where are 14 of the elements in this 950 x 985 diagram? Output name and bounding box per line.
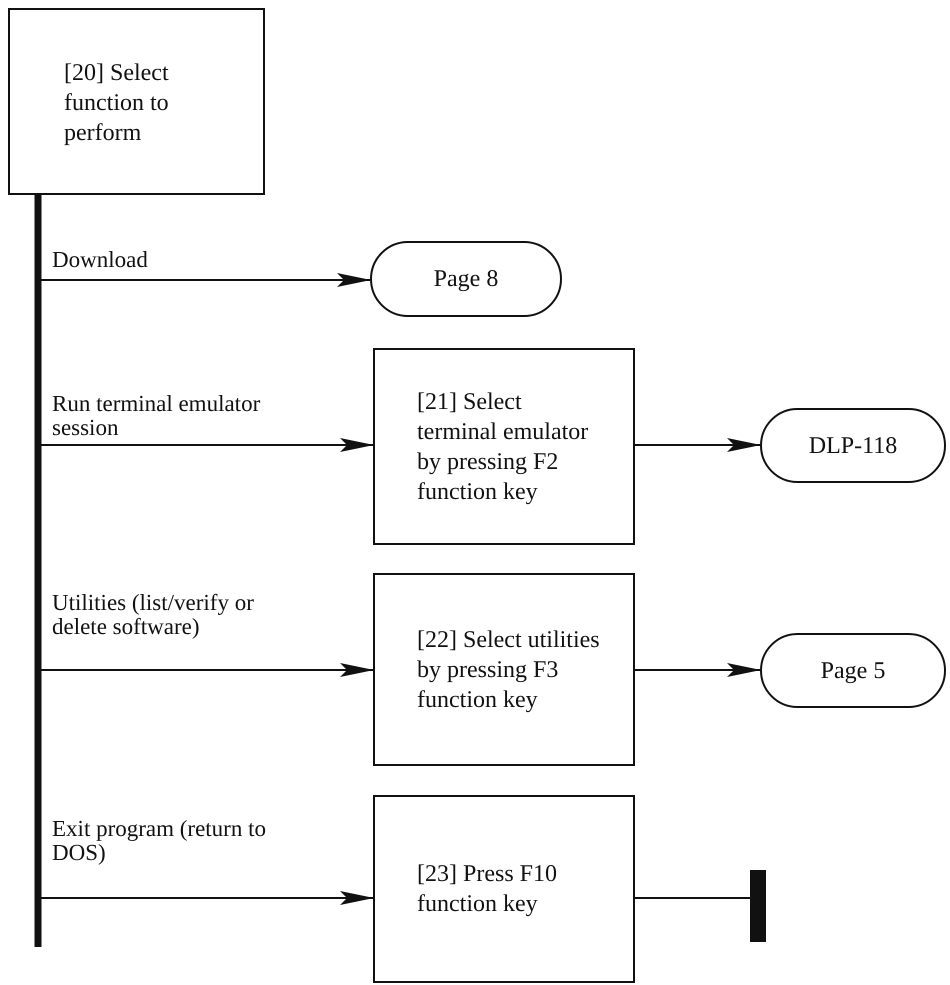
- node-text: [22] Select utilities by pressing F3 function key: [417, 626, 601, 714]
- process-box: [373, 795, 635, 983]
- process-box: [8, 8, 265, 195]
- node-text: Page 8: [434, 265, 498, 294]
- node-text: [21] Select terminal emulator by pressing F2 function key: [417, 388, 590, 506]
- node-text: [23] Press F10 function key: [417, 860, 558, 919]
- process-box: [373, 348, 635, 545]
- node-text: DLP-118: [808, 432, 898, 460]
- arrow: [635, 663, 761, 677]
- end-bar: [750, 870, 766, 942]
- arrow: [635, 438, 761, 452]
- node-text: Page 5: [820, 656, 886, 686]
- node-text: [20] Select function to perform: [64, 59, 170, 148]
- process-box: [373, 573, 635, 766]
